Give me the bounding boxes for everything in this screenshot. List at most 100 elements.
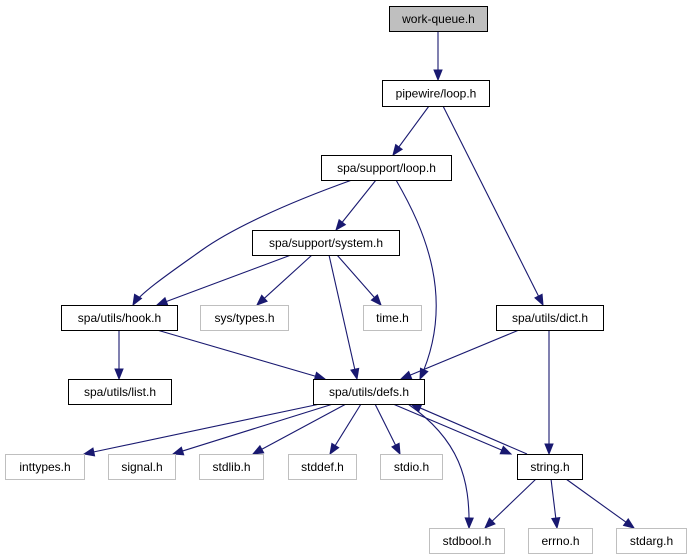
node-stdbool: stdbool.h — [429, 528, 505, 554]
node-spa-support-system[interactable]: spa/support/system.h — [252, 230, 400, 256]
arrowhead-icon — [335, 218, 347, 232]
arrowhead-icon — [313, 371, 327, 381]
node-box — [380, 454, 443, 480]
node-spa-utils-hook[interactable]: spa/utils/hook.h — [61, 305, 178, 331]
edge-string-to-stdbool — [484, 478, 537, 529]
edge-spa-utils-hook-to-spa-utils-defs — [156, 329, 327, 381]
arrowhead-icon — [464, 517, 474, 530]
edge-line — [550, 478, 557, 520]
node-errno: errno.h — [528, 528, 593, 554]
edge-line — [181, 403, 334, 452]
node-box — [313, 379, 425, 405]
node-box — [389, 6, 488, 32]
edge-spa-utils-defs-to-stdbool — [407, 403, 474, 530]
edge-spa-utils-defs-to-string — [392, 403, 513, 455]
node-box — [496, 305, 604, 331]
node-label: pipewire/loop.h — [396, 87, 477, 101]
node-label: spa/utils/dict.h — [512, 311, 588, 325]
edge-pipewire-loop-to-spa-support-loop — [392, 105, 430, 157]
edge-spa-utils-defs-to-inttypes — [82, 403, 321, 457]
edge-spa-utils-defs-to-signal — [171, 403, 334, 456]
node-work-queue[interactable]: work-queue.h — [389, 6, 488, 32]
edge-line — [341, 179, 377, 224]
node-label: sys/types.h — [214, 311, 274, 325]
arrowhead-icon — [256, 294, 268, 306]
node-box — [288, 454, 357, 480]
node-label: stdarg.h — [630, 534, 673, 548]
node-box — [528, 528, 593, 554]
edge-line — [392, 403, 503, 451]
node-box — [108, 454, 176, 480]
arrowhead-icon — [132, 293, 143, 307]
edge-line — [92, 403, 321, 453]
node-spa-support-loop[interactable]: spa/support/loop.h — [321, 155, 452, 181]
node-string[interactable]: string.h — [517, 454, 583, 480]
node-box — [61, 305, 178, 331]
arrowhead-icon — [544, 443, 554, 456]
node-label: time.h — [376, 311, 409, 325]
edge-spa-utils-hook-to-spa-utils-list — [114, 330, 124, 381]
node-box — [382, 80, 490, 107]
edge-spa-utils-dict-to-string — [544, 330, 554, 456]
node-spa-utils-list[interactable]: spa/utils/list.h — [68, 379, 172, 405]
node-box — [363, 305, 422, 331]
node-pipewire-loop[interactable]: pipewire/loop.h — [382, 80, 490, 107]
node-label: stdio.h — [394, 460, 429, 474]
edge-line — [132, 179, 353, 306]
node-box — [199, 454, 264, 480]
node-stdarg: stdarg.h — [616, 528, 687, 554]
arrowhead-icon — [622, 518, 636, 529]
edge-line — [442, 105, 540, 298]
edge-line — [565, 478, 628, 524]
arrowhead-icon — [499, 445, 513, 455]
edge-spa-support-system-to-time — [336, 254, 382, 307]
node-label: spa/support/system.h — [269, 236, 383, 250]
edge-line — [260, 403, 347, 451]
edge-string-to-stdarg — [565, 478, 636, 529]
arrowhead-icon — [433, 69, 443, 82]
nodes-layer: work-queue.h pipewire/loop.h spa/support/l… — [5, 6, 687, 554]
edge-work-queue-to-pipewire-loop — [433, 31, 443, 82]
edge-line — [334, 403, 362, 447]
edge-line — [419, 407, 528, 455]
node-label: stdlib.h — [212, 460, 250, 474]
edge-line — [374, 403, 397, 447]
edge-line — [328, 254, 356, 371]
edges-layer — [82, 31, 636, 530]
node-label: spa/utils/hook.h — [78, 311, 161, 325]
arrowhead-icon — [399, 370, 413, 380]
node-box — [252, 230, 400, 256]
node-stddef: stddef.h — [288, 454, 357, 480]
node-label: spa/utils/list.h — [84, 385, 156, 399]
arrowhead-icon — [392, 143, 404, 157]
arrowhead-icon — [484, 517, 496, 529]
node-stdio: stdio.h — [380, 454, 443, 480]
arrowhead-icon — [534, 293, 544, 307]
node-spa-utils-defs[interactable]: spa/utils/defs.h — [313, 379, 425, 405]
node-label: signal.h — [121, 460, 162, 474]
node-label: inttypes.h — [19, 460, 70, 474]
edge-spa-support-loop-to-spa-utils-hook — [132, 179, 353, 307]
edge-spa-support-loop-to-spa-utils-defs — [395, 179, 437, 381]
node-label: spa/utils/defs.h — [329, 385, 409, 399]
node-box — [5, 454, 85, 480]
node-box — [429, 528, 505, 554]
node-box — [200, 305, 289, 331]
edge-spa-utils-dict-to-spa-utils-defs — [399, 329, 520, 380]
node-spa-utils-dict[interactable]: spa/utils/dict.h — [496, 305, 604, 331]
node-box — [321, 155, 452, 181]
edge-line — [409, 329, 520, 377]
edge-line — [156, 329, 317, 378]
edge-string-to-errno — [550, 478, 561, 530]
edge-spa-support-system-to-spa-utils-defs — [328, 254, 360, 381]
node-time: time.h — [363, 305, 422, 331]
edge-spa-support-loop-to-spa-support-system — [335, 179, 377, 232]
node-inttypes: inttypes.h — [5, 454, 85, 480]
arrowhead-icon — [171, 446, 185, 456]
edge-line — [395, 179, 437, 380]
node-label: spa/support/loop.h — [337, 161, 436, 175]
edge-line — [336, 254, 376, 299]
edge-line — [491, 478, 537, 523]
node-signal: signal.h — [108, 454, 176, 480]
